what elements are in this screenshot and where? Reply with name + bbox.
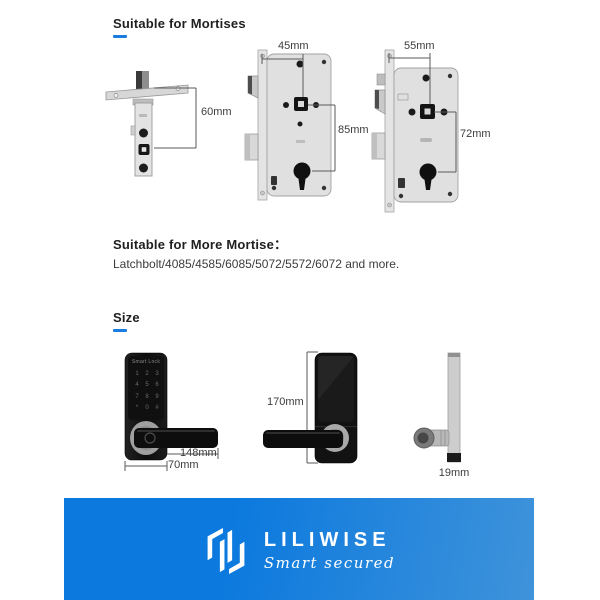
side-lock-art — [413, 352, 461, 463]
back-lock-height-dim: 170mm — [267, 396, 304, 408]
mortise2-center-dim: 85mm — [338, 124, 369, 136]
keypad-key: 7 — [135, 393, 139, 400]
front-lock-width-dim: 70mm — [168, 459, 199, 471]
keypad-key: 4 — [135, 382, 139, 389]
front-lock-drawing: 148mm 70mm — [110, 348, 245, 480]
mortise3-center-dim: 72mm — [460, 128, 491, 140]
accent-underline — [113, 329, 127, 332]
mortise3-backset-dim: 55mm — [404, 40, 435, 52]
front-lock-keypad: 1 2 3 4 5 6 7 8 9 * 0 # — [132, 368, 162, 414]
latchbolt-mortise-drawing: 60mm — [98, 56, 238, 191]
size-section-title: Size — [113, 310, 140, 325]
latchbolt-height-dim: 60mm — [201, 106, 232, 118]
liliwise-logo-icon — [207, 528, 245, 574]
keypad-key: * — [135, 405, 139, 412]
mortises-section-title: Suitable for Mortises — [113, 16, 246, 31]
keypad-key: 1 — [135, 370, 139, 377]
front-lock-art — [124, 352, 219, 471]
brand-name: LILIWISE — [263, 529, 391, 551]
brand-tagline: Smart secured — [263, 554, 396, 572]
mortise-45-85-art — [244, 49, 336, 201]
footer-banner: LILIWISE Smart secured — [64, 498, 534, 600]
keypad-key: 3 — [155, 370, 159, 377]
mortise-55-72-art — [371, 49, 459, 213]
keypad-key: 6 — [155, 382, 159, 389]
footer-text-block: LILIWISE Smart secured — [264, 530, 395, 572]
front-lock-handle-length-dim: 148mm — [180, 447, 217, 459]
keypad-key: 0 — [145, 405, 149, 412]
footer-brand-block: LILIWISE Smart secured — [203, 526, 395, 576]
mortise2-backset-dim: 45mm — [278, 40, 309, 52]
front-lock-brand-label: Smart Lock — [131, 359, 161, 365]
side-lock-thickness-dim: 19mm — [438, 467, 470, 479]
keypad-key: 8 — [145, 393, 149, 400]
keypad-key: # — [155, 405, 159, 412]
more-mortise-models: Latchbolt/4085/4585/6085/5072/5572/6072 … — [113, 257, 400, 271]
mortise-55-72-drawing: 55mm 72mm — [368, 38, 508, 218]
back-lock-art — [263, 351, 358, 464]
more-mortise-title: Suitable for More Mortise： — [113, 237, 288, 252]
keypad-key: 5 — [145, 382, 149, 389]
keypad-key: 9 — [155, 393, 159, 400]
side-lock-drawing: 19mm — [410, 348, 540, 482]
back-lock-drawing: 170mm — [255, 348, 390, 478]
latchbolt-mortise-art — [105, 71, 197, 177]
accent-underline — [113, 35, 127, 38]
mortise-45-85-drawing: 45mm 85mm — [240, 40, 375, 210]
keypad-key: 2 — [145, 370, 149, 377]
